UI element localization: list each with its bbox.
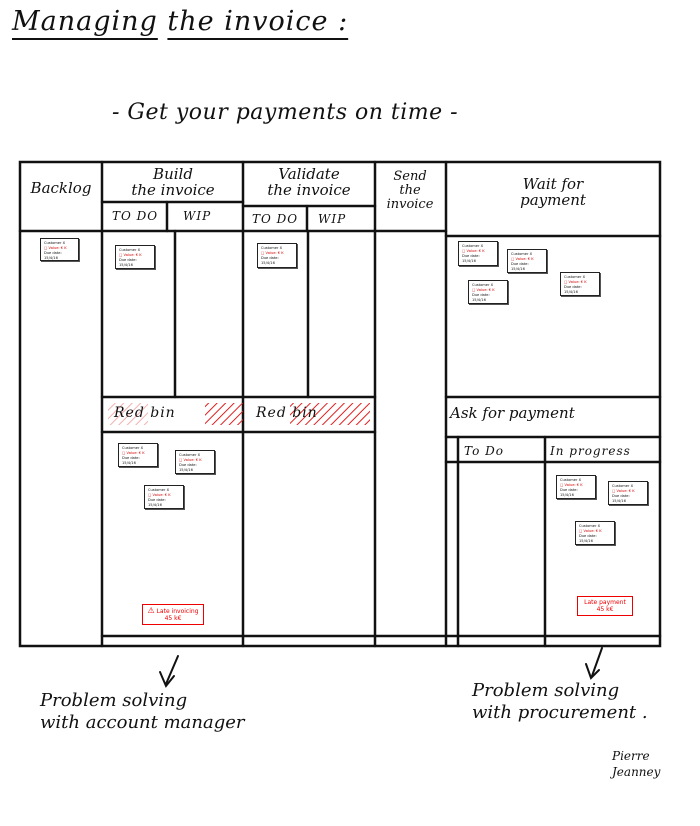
invoice-card[interactable]: Customer X □ Value: € K Due date: 15/4/1… bbox=[115, 245, 155, 269]
card-due-date: Due date: 15/4/16 bbox=[560, 488, 578, 497]
card-customer: Customer X bbox=[560, 478, 582, 482]
card-value: □ Value: € K bbox=[122, 451, 145, 455]
card-value: □ Value: € K bbox=[179, 458, 202, 462]
invoice-card[interactable]: Customer X □ Value: € K Due date: 15/4/1… bbox=[40, 238, 79, 261]
column-header-wait: Wait for payment bbox=[520, 175, 586, 209]
invoice-card[interactable]: Customer X □ Value: € K Due date: 15/4/1… bbox=[468, 280, 508, 304]
card-customer: Customer X bbox=[564, 275, 586, 279]
card-due-date: Due date: 15/4/16 bbox=[148, 498, 166, 507]
arrow-right bbox=[591, 647, 603, 677]
invoice-card[interactable]: Customer X □ Value: € K Due date: 15/4/1… bbox=[257, 243, 297, 268]
card-value: □ Value: € K bbox=[579, 529, 602, 533]
alert-text: Late payment bbox=[584, 599, 626, 606]
card-customer: Customer X bbox=[261, 246, 283, 250]
title-word-managing: Managing bbox=[12, 6, 158, 37]
subcolumn-ask-todo: To Do bbox=[464, 444, 504, 458]
card-customer: Customer X bbox=[179, 453, 201, 457]
column-header-backlog: Backlog bbox=[30, 179, 92, 197]
invoice-card[interactable]: Customer X □ Value: € K Due date: 15/4/1… bbox=[556, 475, 596, 499]
card-value: □ Value: € K bbox=[560, 483, 583, 487]
card-customer: Customer X bbox=[462, 244, 484, 248]
red-bin-label-validate: Red bin bbox=[256, 405, 318, 421]
alert-amount: 45 k€ bbox=[596, 606, 614, 613]
card-value: □ Value: € K bbox=[564, 280, 587, 284]
invoice-card[interactable]: Customer X □ Value: € K Due date: 15/4/1… bbox=[507, 249, 547, 273]
card-due-date: Due date: 15/4/16 bbox=[472, 293, 490, 302]
red-bin-label-build: Red bin bbox=[114, 405, 176, 421]
red-bin-hatch-validate bbox=[290, 403, 370, 425]
column-header-validate: Validate the invoice bbox=[267, 165, 351, 199]
column-header-send: Send the invoice bbox=[386, 169, 434, 212]
card-value: □ Value: € K bbox=[462, 249, 485, 253]
subcolumn-ask-in-progress: In progress bbox=[550, 444, 631, 458]
card-due-date: Due date: 15/4/16 bbox=[119, 258, 137, 267]
alert-text: Late invoicing bbox=[156, 608, 199, 615]
column-header-build: Build the invoice bbox=[131, 165, 215, 199]
invoice-card[interactable]: Customer X □ Value: € K Due date: 15/4/1… bbox=[608, 481, 648, 505]
card-value: □ Value: € K bbox=[148, 493, 171, 497]
invoice-card[interactable]: Customer X □ Value: € K Due date: 15/4/1… bbox=[560, 272, 600, 296]
card-due-date: Due date: 15/4/16 bbox=[579, 534, 597, 543]
page-title: Managing the invoice : bbox=[12, 6, 348, 37]
card-value: □ Value: € K bbox=[44, 246, 67, 250]
card-due-date: Due date: 15/4/16 bbox=[44, 251, 62, 260]
card-customer: Customer X bbox=[612, 484, 634, 488]
late-invoicing-alert[interactable]: ⚠ Late invoicing 45 k€ bbox=[142, 604, 204, 625]
subtitle: - Get your payments on time - bbox=[112, 100, 459, 125]
column-header-ask: Ask for payment bbox=[450, 404, 575, 422]
invoice-card[interactable]: Customer X □ Value: € K Due date: 15/4/1… bbox=[144, 485, 184, 509]
card-due-date: Due date: 15/4/16 bbox=[564, 285, 582, 294]
card-value: □ Value: € K bbox=[612, 489, 635, 493]
card-due-date: Due date: 15/4/16 bbox=[462, 254, 480, 263]
invoice-card[interactable]: Customer X □ Value: € K Due date: 15/4/1… bbox=[118, 443, 158, 467]
author-signature: Pierre Jeanney bbox=[612, 749, 661, 779]
card-customer: Customer X bbox=[511, 252, 533, 256]
red-bin-hatch-build bbox=[205, 403, 243, 425]
subcolumn-build-todo: TO DO bbox=[112, 209, 159, 223]
card-customer: Customer X bbox=[579, 524, 601, 528]
title-rest: the invoice : bbox=[167, 6, 349, 37]
card-due-date: Due date: 15/4/16 bbox=[122, 456, 140, 465]
card-customer: Customer X bbox=[119, 248, 141, 252]
card-due-date: Due date: 15/4/16 bbox=[261, 256, 279, 265]
card-value: □ Value: € K bbox=[511, 257, 534, 261]
board-frame bbox=[18, 160, 662, 648]
subcolumn-validate-todo: TO DO bbox=[252, 212, 299, 226]
alert-amount: 45 k€ bbox=[164, 615, 182, 622]
card-customer: Customer X bbox=[122, 446, 144, 450]
subcolumn-build-wip: WIP bbox=[183, 209, 212, 223]
invoice-card[interactable]: Customer X □ Value: € K Due date: 15/4/1… bbox=[575, 521, 615, 545]
red-bin-hatch-build-left bbox=[108, 403, 148, 425]
card-value: □ Value: € K bbox=[472, 288, 495, 292]
card-customer: Customer X bbox=[44, 241, 66, 245]
card-due-date: Due date: 15/4/16 bbox=[511, 262, 529, 271]
invoice-card[interactable]: Customer X □ Value: € K Due date: 15/4/1… bbox=[458, 241, 498, 266]
card-value: □ Value: € K bbox=[261, 251, 284, 255]
arrow-left bbox=[165, 655, 179, 685]
card-due-date: Due date: 15/4/16 bbox=[612, 494, 630, 503]
card-customer: Customer X bbox=[472, 283, 494, 287]
note-left: Problem solving with account manager bbox=[40, 690, 245, 733]
subcolumn-validate-wip: WIP bbox=[318, 212, 347, 226]
warning-icon: ⚠ bbox=[147, 606, 155, 615]
card-customer: Customer X bbox=[148, 488, 170, 492]
card-value: □ Value: € K bbox=[119, 253, 142, 257]
note-right: Problem solving with procurement . bbox=[472, 680, 648, 723]
late-payment-alert[interactable]: Late payment 45 k€ bbox=[577, 596, 633, 616]
card-due-date: Due date: 15/4/16 bbox=[179, 463, 197, 472]
invoice-card[interactable]: Customer X □ Value: € K Due date: 15/4/1… bbox=[175, 450, 215, 474]
